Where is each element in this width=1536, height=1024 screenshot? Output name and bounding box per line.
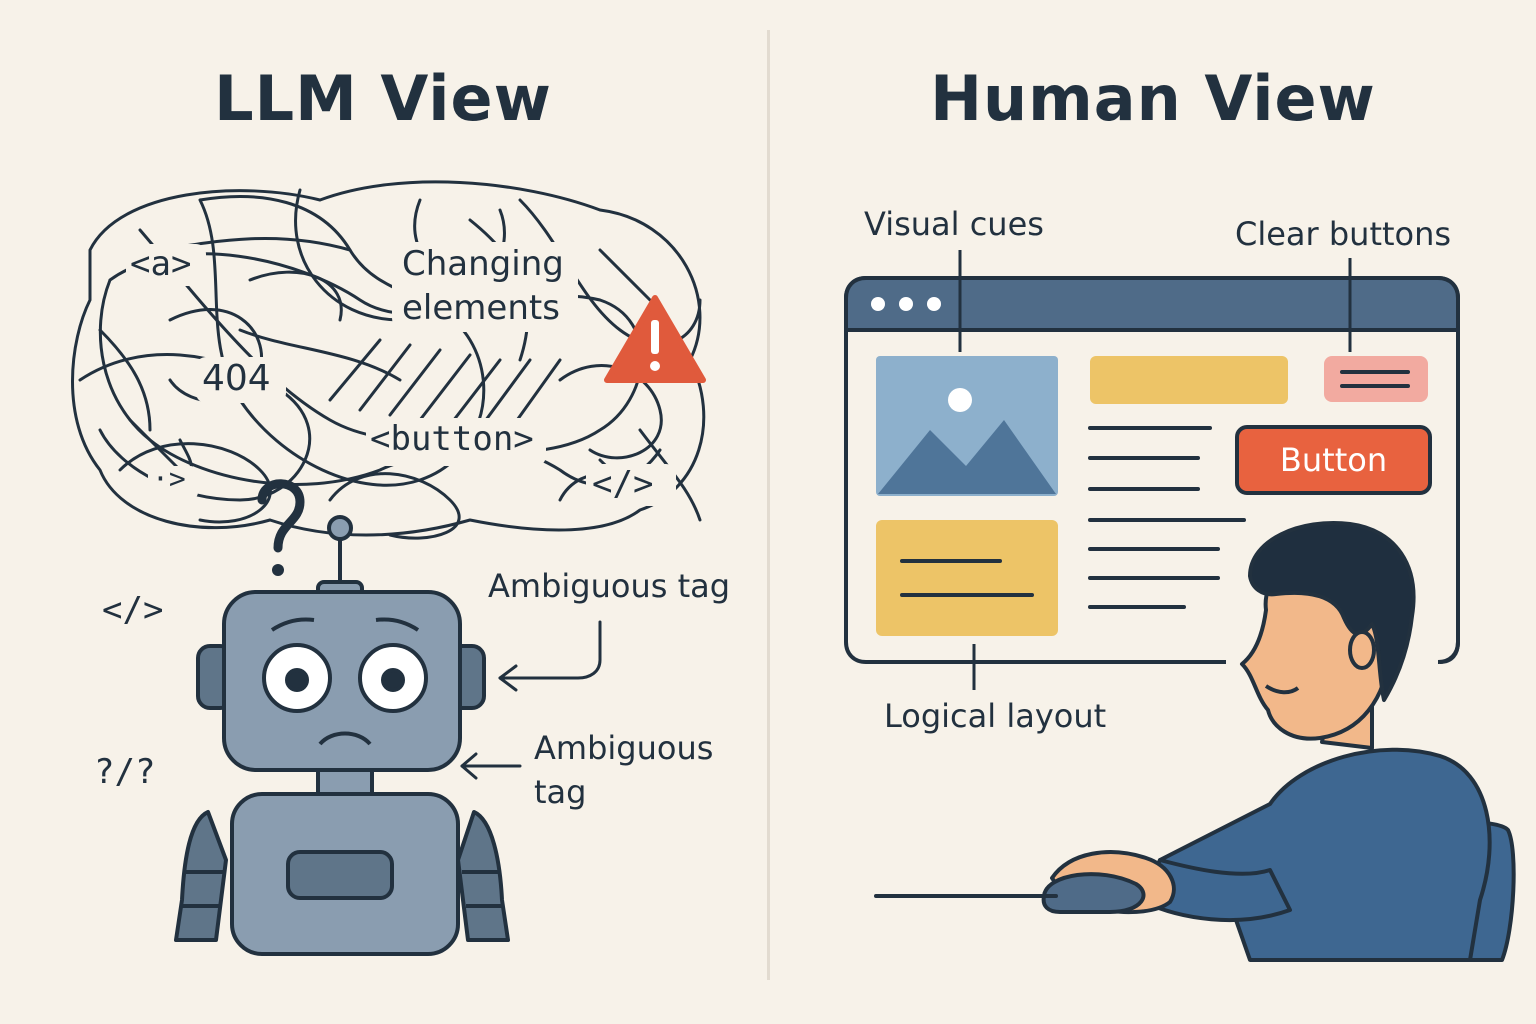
- anchor-tag: <a>: [130, 244, 192, 284]
- person: [1041, 521, 1516, 962]
- text-lines: [1088, 426, 1246, 609]
- changing-elements-label-line1: Changing: [402, 244, 564, 284]
- tag-backgrounds: [126, 242, 676, 506]
- button-label: Button: [1279, 441, 1388, 479]
- dot-tag: ·>: [152, 462, 186, 495]
- error-404-label: 404: [202, 358, 271, 399]
- orange-button-shape: [1235, 425, 1432, 495]
- ambiguous-tag-arrow-1: [498, 620, 602, 692]
- browser-corner: [1439, 641, 1460, 664]
- ambiguous-tag-arrow-2: [460, 752, 522, 780]
- callout-lines: [958, 250, 1352, 690]
- llm-view-panel: LLM View <a> Changing elements 404 <butt…: [0, 0, 766, 1024]
- window-dots: [871, 297, 941, 311]
- robot: [174, 515, 510, 956]
- header-bar: [1090, 356, 1288, 404]
- panel-divider: [767, 30, 770, 980]
- text-card: [876, 520, 1058, 636]
- close-tag-left: </>: [102, 590, 164, 630]
- question-mark-icon: [257, 479, 305, 576]
- close-tag-small: </>: [592, 464, 654, 504]
- button-tag: <button>: [370, 419, 534, 459]
- ambiguous-tag-label-2-line2: tag: [534, 773, 587, 811]
- human-view-title: Human View: [930, 62, 1376, 135]
- ambiguous-tag-label-1: Ambiguous tag: [488, 567, 731, 605]
- warning-icon: [604, 295, 706, 383]
- human-view-panel: Human View Visual cues Clear buttons Log…: [770, 0, 1536, 1024]
- image-placeholder: [876, 356, 1058, 496]
- unknown-tag: ?/?: [94, 752, 156, 792]
- changing-elements-label-line2: elements: [402, 288, 560, 328]
- clear-buttons-label: Clear buttons: [1235, 215, 1452, 253]
- logical-layout-label: Logical layout: [884, 697, 1107, 735]
- ambiguous-tag-label-2-line1: Ambiguous: [534, 729, 714, 767]
- menu-button-icon: [1324, 356, 1428, 402]
- llm-view-title: LLM View: [214, 62, 552, 135]
- visual-cues-label: Visual cues: [864, 205, 1044, 243]
